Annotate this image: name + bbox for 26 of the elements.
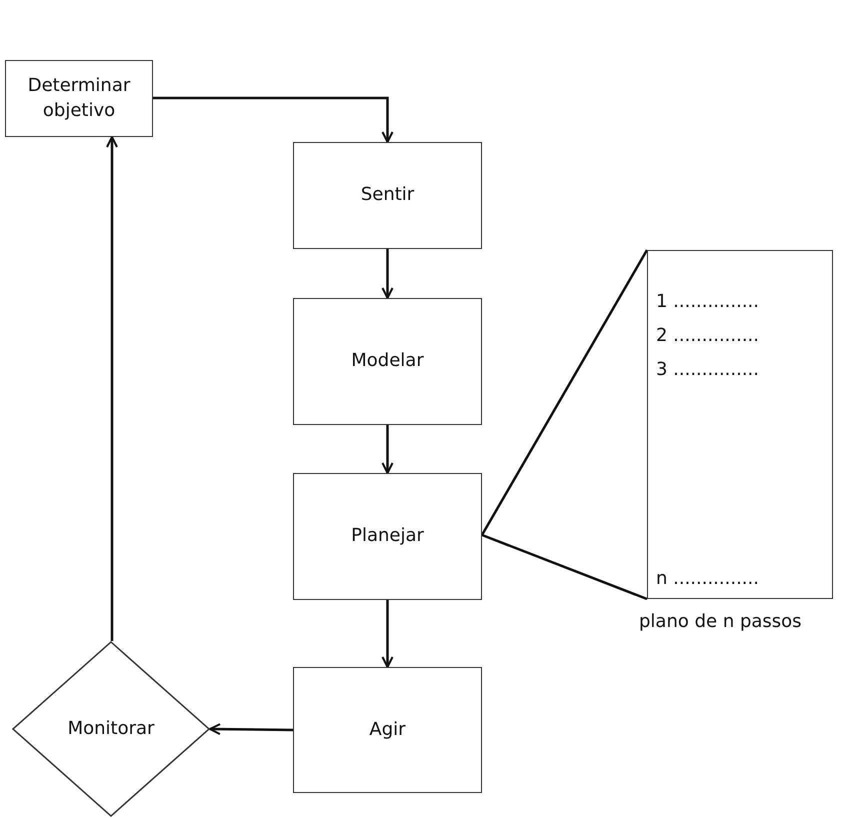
node-label: Monitorar bbox=[66, 716, 156, 741]
node-label: Determinar objetivo bbox=[26, 74, 132, 122]
zoom-line bbox=[482, 534, 648, 600]
plan-step: 2 ............... bbox=[656, 319, 832, 353]
process-box bbox=[293, 298, 482, 425]
plan-step: 3 ............... bbox=[656, 353, 832, 387]
process-box bbox=[293, 142, 482, 249]
plan-caption: plano de n passos bbox=[639, 611, 802, 632]
arrow bbox=[382, 600, 394, 668]
arrow bbox=[382, 425, 394, 474]
arrow bbox=[106, 136, 118, 641]
arrow bbox=[209, 723, 294, 736]
node-label: Sentir bbox=[360, 183, 416, 208]
node-label: Agir bbox=[368, 718, 407, 742]
plan-box bbox=[647, 250, 833, 599]
plan-step: n ............... bbox=[656, 562, 832, 596]
arrow bbox=[153, 96, 394, 143]
zoom-line bbox=[480, 249, 648, 536]
process-box bbox=[293, 667, 482, 793]
process-box bbox=[5, 60, 153, 137]
plan-step: 1 ............... bbox=[656, 285, 832, 319]
arrow bbox=[382, 249, 394, 299]
decision-diamond bbox=[12, 641, 210, 817]
process-box bbox=[293, 473, 482, 600]
node-label: Planejar bbox=[350, 524, 425, 548]
node-label: Modelar bbox=[350, 349, 425, 374]
